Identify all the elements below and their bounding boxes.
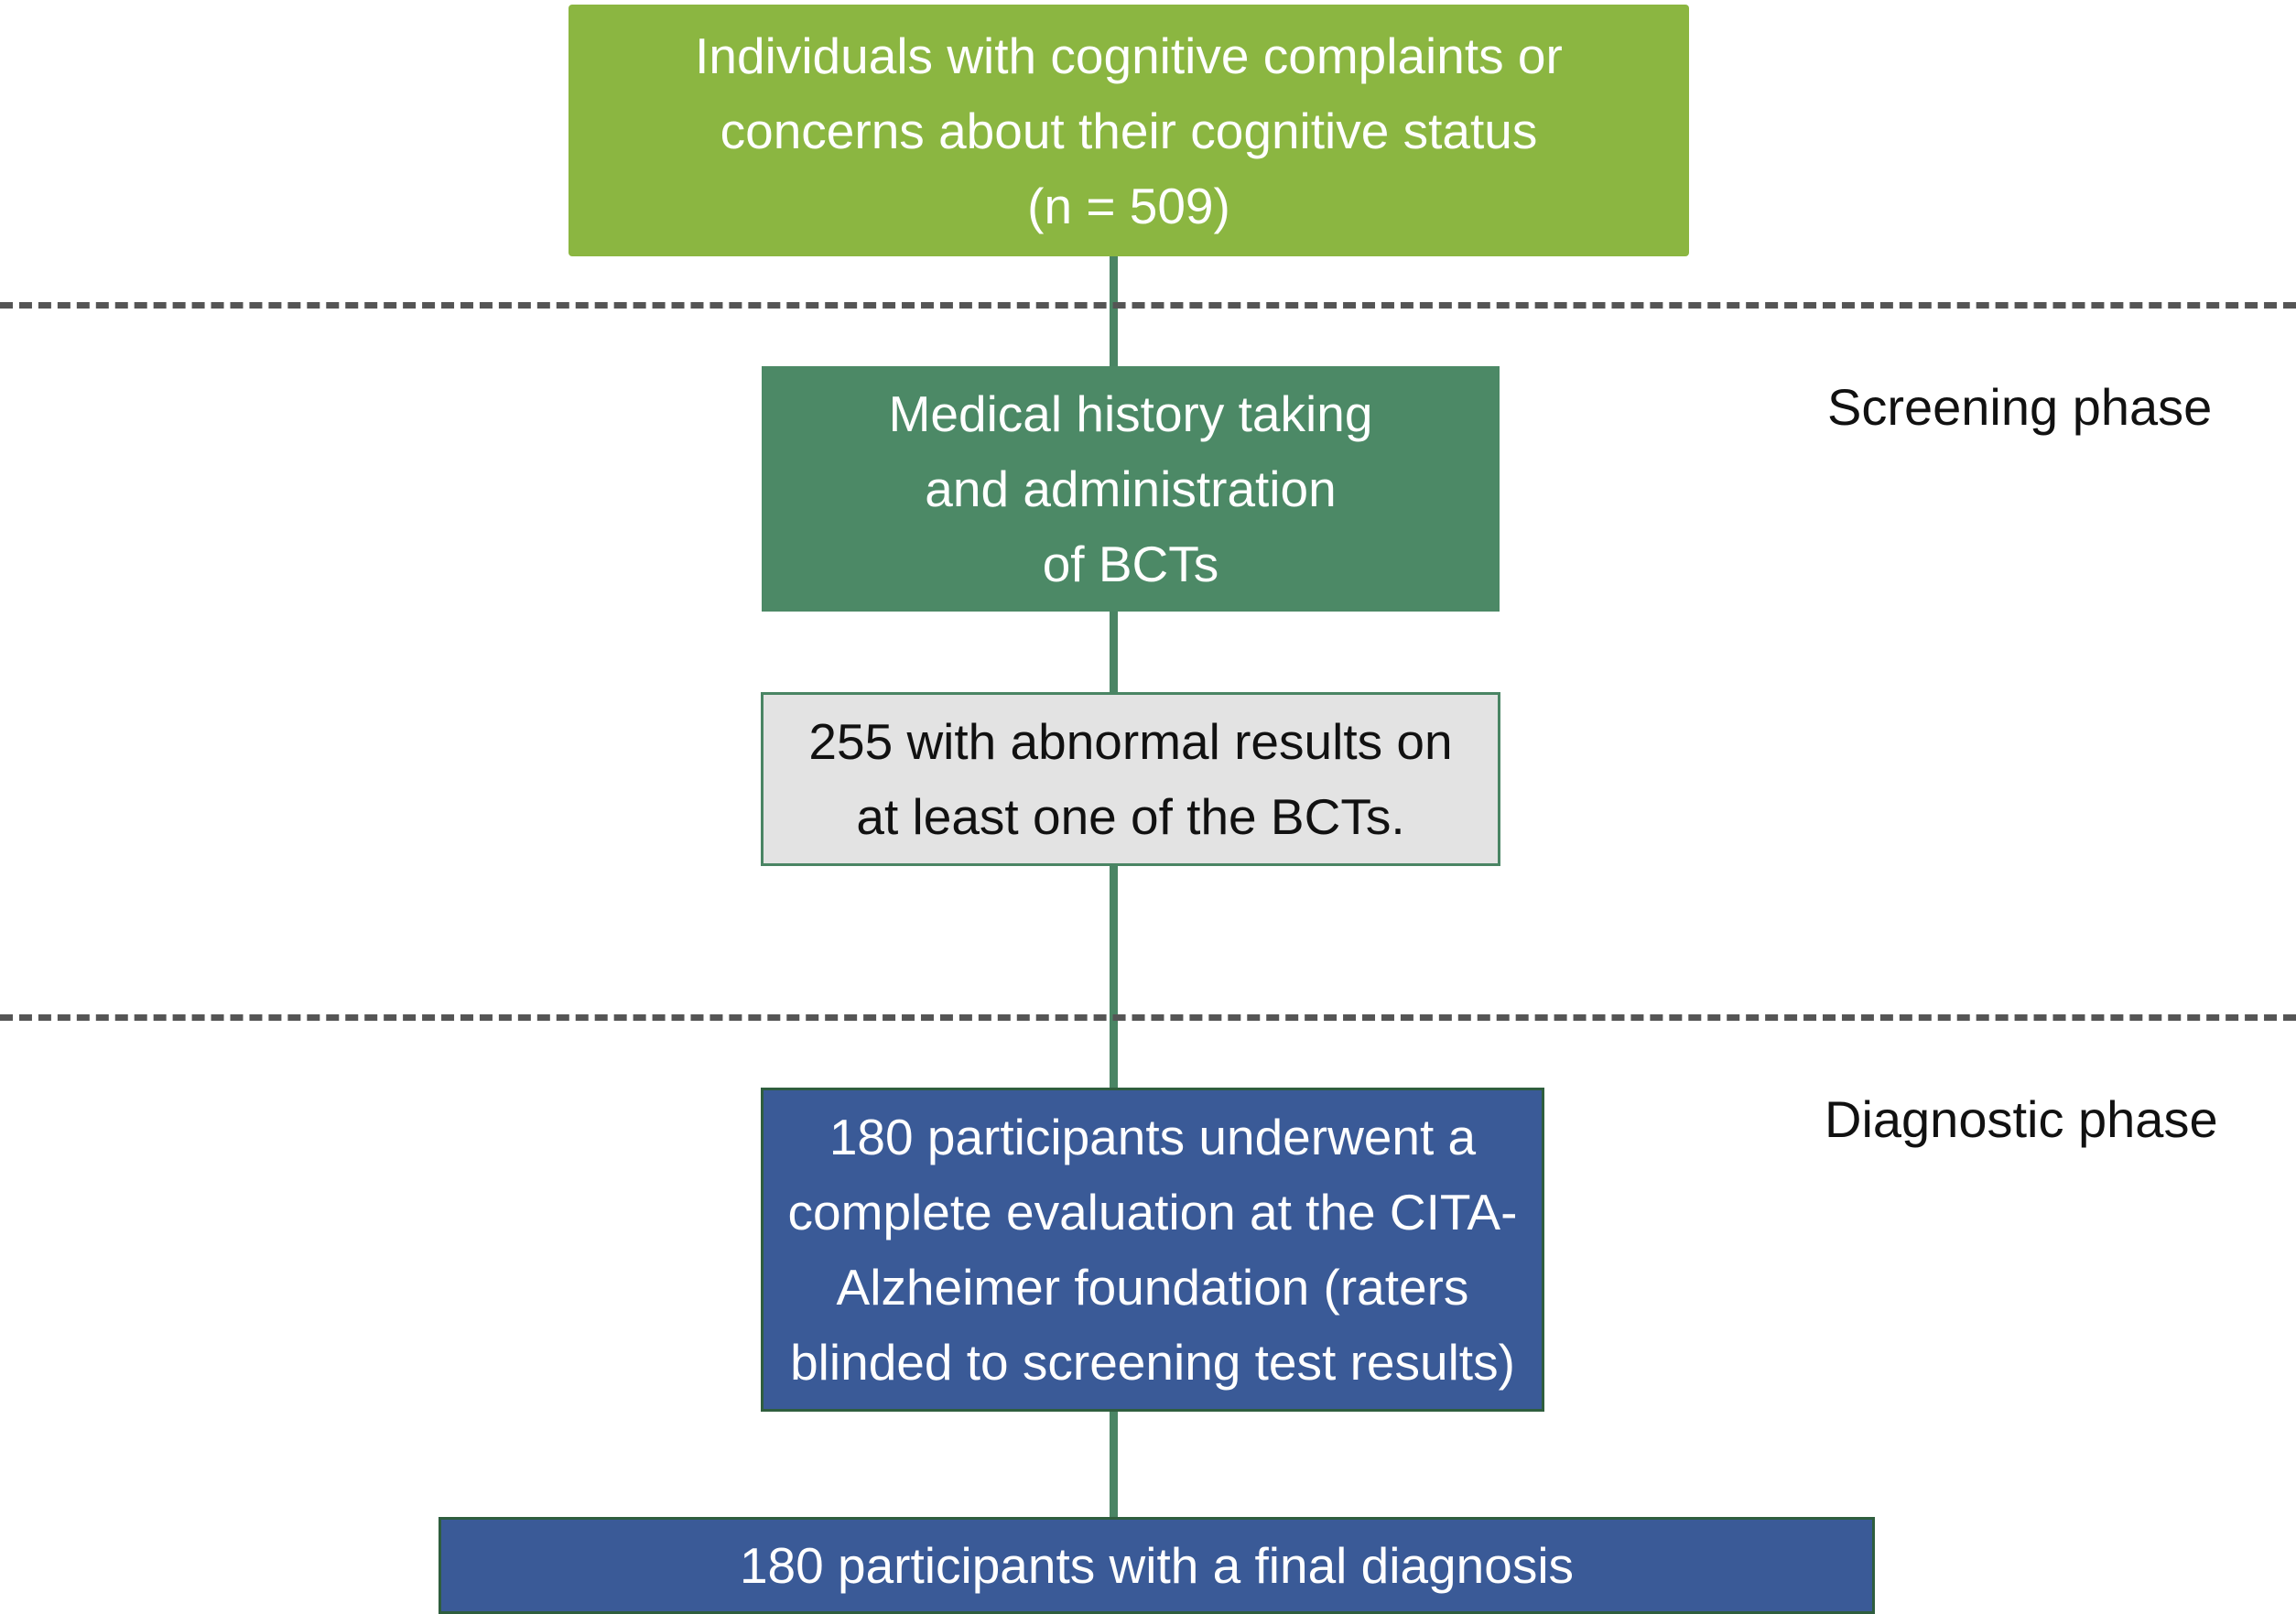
initial-population-box: Individuals with cognitive complaints or… xyxy=(569,5,1689,256)
medical-history-box: Medical history taking and administratio… xyxy=(762,366,1500,612)
abnormal-results-box: 255 with abnormal results on at least on… xyxy=(761,692,1500,866)
abnormal-results-text: 255 with abnormal results on at least on… xyxy=(808,713,1453,845)
complete-evaluation-box: 180 participants underwent a complete ev… xyxy=(761,1088,1544,1412)
final-diagnosis-text: 180 participants with a final diagnosis xyxy=(739,1537,1575,1594)
diagnostic-phase-divider xyxy=(0,1014,2296,1021)
connector-medical-to-abnormal xyxy=(1110,610,1118,694)
screening-phase-label: Screening phase xyxy=(1827,378,2213,436)
connector-abnormal-to-evaluation xyxy=(1110,864,1118,1089)
initial-population-text: Individuals with cognitive complaints or… xyxy=(695,27,1563,234)
screening-phase-divider xyxy=(0,302,2296,309)
complete-evaluation-text: 180 participants underwent a complete ev… xyxy=(787,1109,1518,1391)
final-diagnosis-box: 180 participants with a final diagnosis xyxy=(439,1517,1875,1614)
connector-evaluation-to-final xyxy=(1110,1410,1118,1519)
medical-history-text: Medical history taking and administratio… xyxy=(888,385,1373,592)
diagnostic-phase-label: Diagnostic phase xyxy=(1825,1090,2218,1148)
connector-top-to-medical xyxy=(1110,255,1118,368)
